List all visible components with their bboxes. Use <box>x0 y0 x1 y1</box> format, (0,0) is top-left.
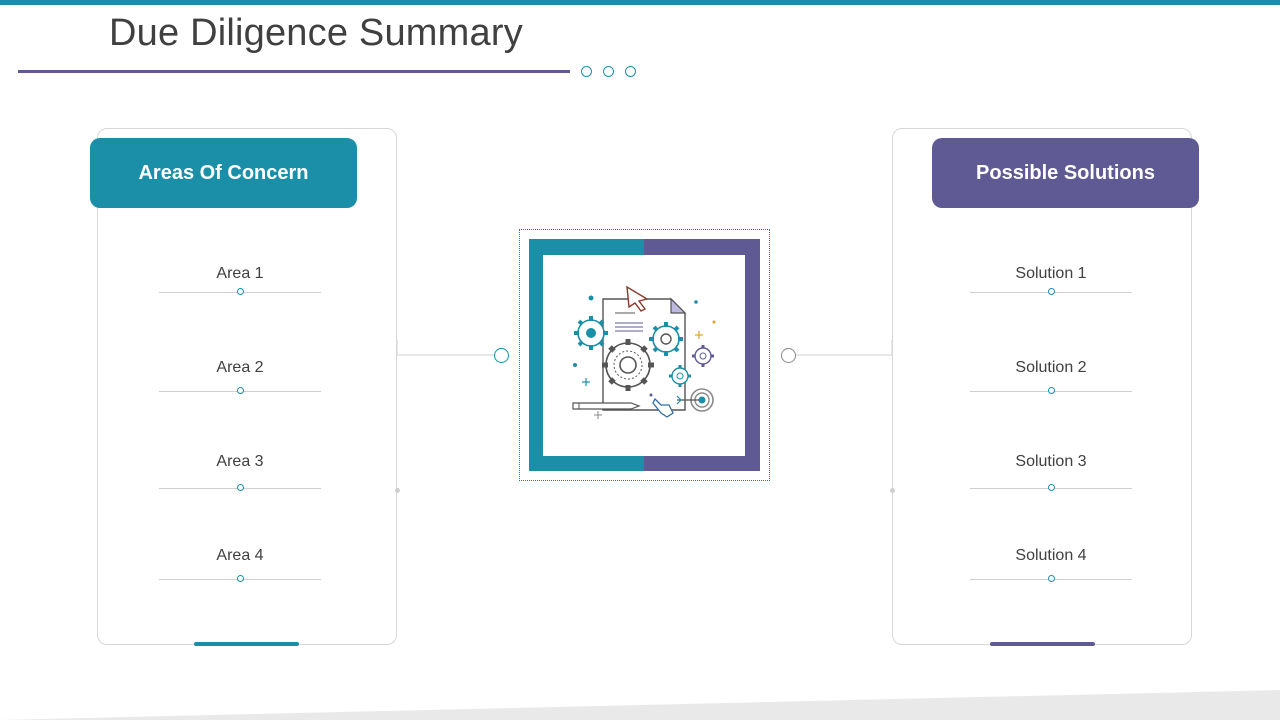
left-panel-bottom-accent <box>194 642 299 646</box>
item-dot <box>1048 484 1055 491</box>
list-item: Area 2 <box>159 358 321 394</box>
area-1-label: Area 1 <box>216 265 264 282</box>
possible-solutions-heading: Possible Solutions <box>932 138 1199 208</box>
title-dot-2 <box>603 66 614 77</box>
list-item: Area 3 <box>159 452 321 491</box>
center-image-area <box>543 255 745 456</box>
list-item: Area 4 <box>159 546 321 582</box>
list-item: Solution 1 <box>970 264 1132 295</box>
top-accent-bar <box>0 0 1280 5</box>
solution-1-label: Solution 1 <box>1015 265 1087 282</box>
area-2-label: Area 2 <box>216 359 264 376</box>
item-dot <box>237 288 244 295</box>
areas-of-concern-heading: Areas Of Concern <box>90 138 357 208</box>
item-dot <box>237 387 244 394</box>
item-dot <box>1048 387 1055 394</box>
left-panel-dot <box>395 488 400 493</box>
solution-4-label: Solution 4 <box>1015 547 1087 564</box>
area-4-label: Area 4 <box>216 547 264 564</box>
possible-solutions-panel <box>892 128 1192 645</box>
solution-2-label: Solution 2 <box>1015 359 1087 376</box>
item-dot <box>1048 288 1055 295</box>
slide-title: Due Diligence Summary <box>109 12 523 54</box>
left-connector-node <box>494 348 509 363</box>
areas-of-concern-panel <box>97 128 397 645</box>
list-item: Area 1 <box>159 264 321 295</box>
left-connector <box>397 340 501 356</box>
item-dot <box>237 484 244 491</box>
title-underline <box>18 70 570 73</box>
bottom-decorative-band <box>0 690 1280 720</box>
item-dot <box>237 575 244 582</box>
solution-3-label: Solution 3 <box>1015 453 1087 470</box>
gears-document-target-icon <box>572 285 716 419</box>
title-dot-1 <box>581 66 592 77</box>
center-dotted-frame <box>519 229 770 481</box>
title-dot-3 <box>625 66 636 77</box>
list-item: Solution 4 <box>970 546 1132 582</box>
right-connector-node <box>781 348 796 363</box>
list-item: Solution 2 <box>970 358 1132 394</box>
item-dot <box>1048 575 1055 582</box>
right-connector <box>794 340 893 356</box>
right-panel-bottom-accent <box>990 642 1095 646</box>
right-panel-dot <box>890 488 895 493</box>
list-item: Solution 3 <box>970 452 1132 491</box>
area-3-label: Area 3 <box>216 453 264 470</box>
